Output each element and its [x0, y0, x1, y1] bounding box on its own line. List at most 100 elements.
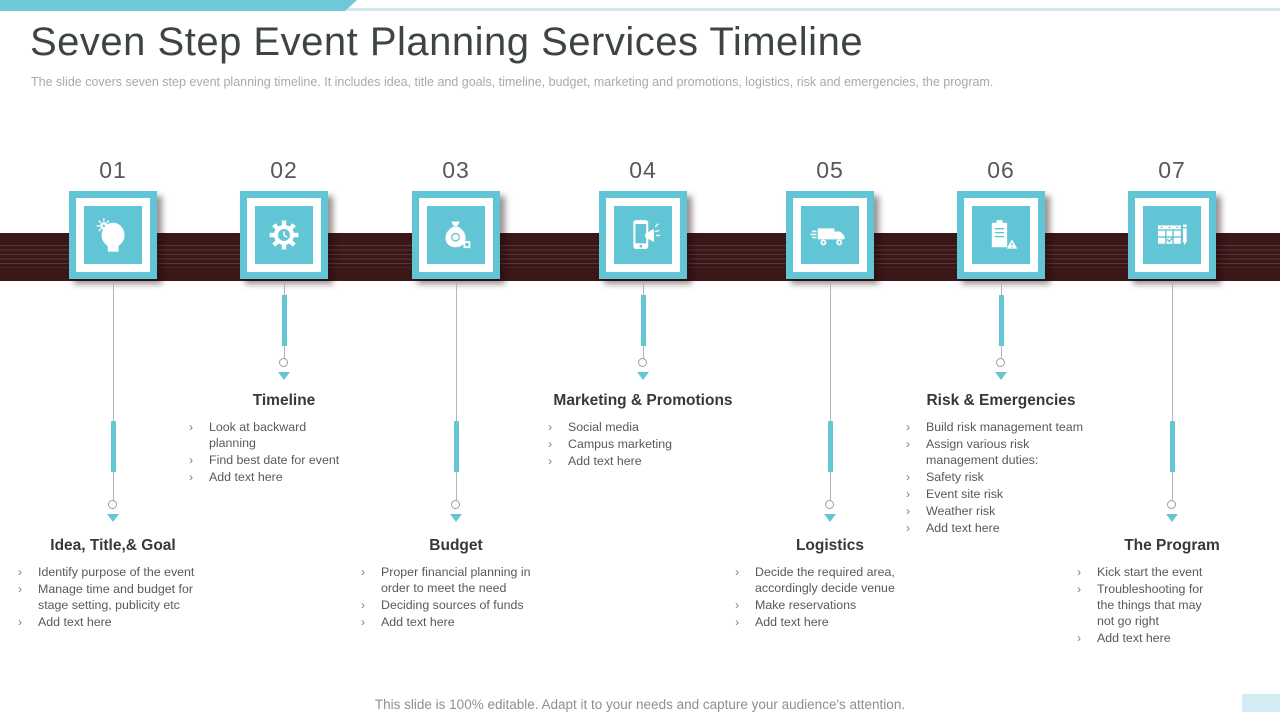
list-item: ›Safety risk	[906, 470, 984, 484]
step-number: 06	[987, 157, 1015, 183]
list-item: ›Add text here	[906, 521, 1000, 535]
list-item: ›Weather risk	[906, 504, 996, 518]
step-icon-box	[957, 191, 1045, 279]
list-item: ›Assign various risk management duties:	[906, 437, 1039, 467]
step-bullet-list: ›Identify purpose of the event ›Manage t…	[8, 564, 218, 630]
step-title: The Program	[1124, 537, 1220, 554]
connector-circle	[108, 500, 117, 509]
step-text-block: Marketing & Promotions ›Social media ›Ca…	[538, 392, 748, 470]
connector-arrow-icon	[637, 372, 649, 380]
step-bullet-list: ›Social media ›Campus marketing ›Add tex…	[538, 419, 748, 469]
idea-head-icon	[96, 218, 125, 252]
connector-bar	[998, 295, 1004, 346]
top-accent-bar	[0, 0, 357, 11]
step-icon-box	[786, 191, 874, 279]
list-item: ›Add text here	[1077, 631, 1171, 645]
connector-arrow-icon	[1166, 514, 1178, 522]
list-item: ›Event site risk	[906, 487, 1004, 501]
list-item: ›Kick start the event	[1077, 565, 1203, 579]
calendar-pen-icon	[1158, 224, 1187, 246]
top-accent-line	[0, 8, 1280, 11]
connector-circle	[638, 358, 647, 367]
page-title: Seven Step Event Planning Services Timel…	[30, 20, 864, 64]
step-icon-box	[69, 191, 157, 279]
list-item: ›Find best date for event	[189, 453, 340, 467]
step-bullet-list: ›Look at backward planning ›Find best da…	[179, 419, 389, 485]
step-icon-box	[1128, 191, 1216, 279]
list-item: ›Identify purpose of the event	[18, 565, 195, 579]
list-item: ›Decide the required area, accordingly d…	[735, 565, 895, 595]
list-item: ›Build risk management team	[906, 420, 1084, 434]
step-number: 03	[442, 157, 470, 183]
list-item: ›Social media	[548, 420, 639, 434]
bottom-right-accent-bar	[1242, 694, 1280, 712]
step-text-block: Idea, Title,& Goal ›Identify purpose of …	[8, 537, 218, 631]
footer-note: This slide is 100% editable. Adapt it to…	[374, 697, 906, 712]
connector-line	[112, 281, 114, 502]
phone-marketing-icon	[633, 220, 661, 249]
list-item: ›Make reservations	[735, 598, 857, 612]
step-number: 02	[270, 157, 298, 183]
delivery-truck-icon	[810, 228, 845, 246]
step-bullet-list: ›Decide the required area, accordingly d…	[725, 564, 935, 630]
timeline-step-2: 02 Timelin	[179, 0, 389, 720]
timeline-step-3: 03 Budget ›Proper financial planning in …	[351, 0, 561, 720]
step-bullet-list: ›Proper financial planning in order to m…	[351, 564, 561, 630]
step-bullet-list: ›Build risk management team ›Assign vari…	[896, 419, 1106, 536]
bullet-marker: ›	[18, 565, 23, 579]
connector-bar	[827, 421, 833, 472]
step-title: Budget	[429, 537, 483, 554]
step-title: Idea, Title,& Goal	[50, 537, 176, 554]
gear-clock-icon	[269, 220, 299, 250]
connector-circle	[279, 358, 288, 367]
connector-circle	[996, 358, 1005, 367]
step-bullet-list: ›Kick start the event ›Troubleshooting f…	[1067, 564, 1277, 646]
step-icon-box	[599, 191, 687, 279]
connector-arrow-icon	[450, 514, 462, 522]
step-text-block: The Program ›Kick start the event ›Troub…	[1067, 537, 1277, 647]
list-item: ›Deciding sources of funds	[361, 598, 524, 612]
step-title: Logistics	[795, 537, 865, 554]
step-text-block: Timeline ›Look at backward planning ›Fin…	[179, 392, 389, 486]
timeline-step-6: 06 Risk & Emergencies ›Build risk manage…	[896, 0, 1106, 720]
connector-bar	[110, 421, 116, 472]
step-title: Timeline	[252, 392, 316, 409]
connector-circle	[1167, 500, 1176, 509]
step-text-block: Logistics ›Decide the required area, acc…	[725, 537, 935, 631]
connector-line	[1171, 281, 1173, 502]
list-item: ›Add text here	[189, 470, 283, 484]
step-icon-box	[240, 191, 328, 279]
step-number: 05	[816, 157, 844, 183]
list-item: ›Add text here	[18, 615, 112, 629]
connector-bar	[1169, 421, 1175, 472]
step-text-block: Budget ›Proper financial planning in ord…	[351, 537, 561, 631]
connector-arrow-icon	[824, 514, 836, 522]
list-item: ›Manage time and budget for stage settin…	[18, 582, 193, 612]
list-item: ›Campus marketing	[548, 437, 672, 451]
connector-arrow-icon	[278, 372, 290, 380]
list-item: ›Add text here	[361, 615, 455, 629]
connector-bar	[453, 421, 459, 472]
step-title: Marketing & Promotions	[553, 392, 733, 409]
list-item: ›Add text here	[735, 615, 829, 629]
page-subtitle: The slide covers seven step event planni…	[31, 75, 994, 89]
step-title: Risk & Emergencies	[926, 392, 1076, 409]
list-item: ›Add text here	[548, 454, 642, 468]
clipboard-warning-icon	[991, 220, 1018, 249]
list-item: ›Troubleshooting for the things that may…	[1077, 582, 1204, 628]
step-text-block: Risk & Emergencies ›Build risk managemen…	[896, 392, 1106, 537]
step-number: 01	[99, 157, 127, 183]
step-number: 04	[629, 157, 657, 183]
connector-line	[829, 281, 831, 502]
timeline-step-5: 05 Logistics ›Decide the required area, …	[725, 0, 935, 720]
connector-bar	[281, 295, 287, 346]
connector-arrow-icon	[107, 514, 119, 522]
list-item: ›Look at backward planning	[189, 420, 307, 450]
connector-circle	[825, 500, 834, 509]
timeline-step-4: 04 Marketing & Promotions ›Social media	[538, 0, 748, 720]
step-icon-box	[412, 191, 500, 279]
list-item: ›Proper financial planning in order to m…	[361, 565, 531, 595]
step-number: 07	[1158, 157, 1186, 183]
connector-circle	[451, 500, 460, 509]
